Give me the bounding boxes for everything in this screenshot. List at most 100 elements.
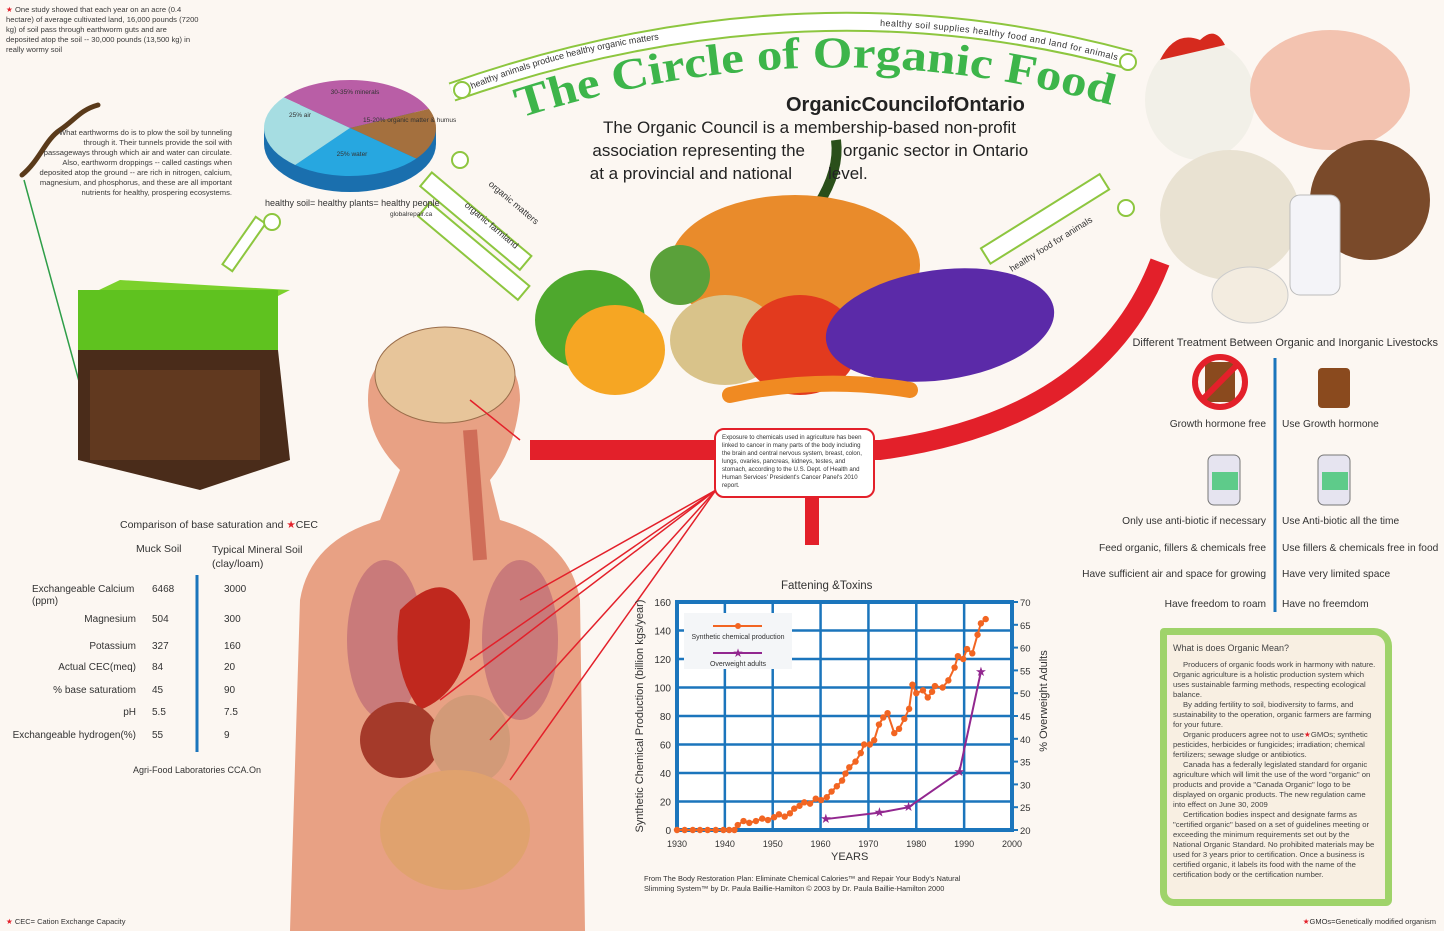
- y2-tick-label: 65: [1020, 621, 1031, 632]
- red-stem: [805, 490, 819, 545]
- star-icon: ★: [6, 917, 13, 926]
- table-row-label: Potassium: [89, 641, 136, 652]
- data-point: [969, 650, 976, 657]
- data-point: [884, 709, 891, 717]
- organic-paragraph: Certification bodies inspect and designa…: [1173, 810, 1375, 879]
- soil-table-source: Agri-Food Laboratories CCA.On: [133, 765, 262, 775]
- data-point: [696, 826, 704, 834]
- data-point: [833, 783, 841, 790]
- data-point: [775, 811, 783, 818]
- legend-label: Synthetic chemical production: [692, 634, 785, 641]
- data-point: [823, 794, 830, 801]
- antibiotic-icon: [1207, 454, 1351, 506]
- data-point: [828, 788, 835, 795]
- pie-slice-label: 25% air: [289, 112, 312, 119]
- data-point: [913, 690, 920, 697]
- chart-title: Fattening &Toxins: [781, 580, 873, 592]
- data-point: ★: [954, 764, 966, 779]
- table-cell-mineral: 160: [224, 641, 241, 652]
- data-point: [712, 826, 719, 834]
- table-cell-muck: 5.5: [152, 707, 166, 718]
- organic-paragraph: By adding fertility to soil, biodiversit…: [1173, 700, 1372, 729]
- data-point: ★: [903, 799, 915, 814]
- data-point: [928, 688, 936, 695]
- human-body-image: [290, 326, 585, 931]
- data-point: [758, 815, 766, 822]
- pie-slice-label: 30-35% minerals: [331, 89, 381, 96]
- table-row-label: pH: [123, 707, 136, 718]
- pie-slice: [295, 128, 417, 176]
- chart-legend: [684, 613, 792, 669]
- data-point: [842, 770, 849, 777]
- data-point: [954, 652, 962, 660]
- y2-tick-label: 70: [1020, 598, 1031, 609]
- organic-bars: [416, 171, 1111, 302]
- soil-block-image: [78, 280, 290, 490]
- inorganic-practice: Have no freemdom: [1282, 599, 1369, 610]
- organic-paragraph-start: Organic producers agree not to use: [1183, 730, 1304, 739]
- data-point: [959, 655, 967, 663]
- table-cell-mineral: 20: [224, 662, 236, 673]
- table-cell-mineral: 3000: [224, 584, 247, 595]
- earthworm-study-note: ★ One study showed that each year on an …: [6, 5, 201, 55]
- organic-meaning-title: What is does Organic Mean?: [1173, 643, 1290, 653]
- cec-footnote: ★ CEC= Cation Exchange Capacity: [6, 917, 126, 926]
- pie-caption: healthy soil= healthy plants= healthy pe…: [265, 198, 440, 208]
- table-row-label: Exchangeable Calcium (ppm): [32, 584, 135, 607]
- chart-source: From The Body Restoration Plan: Eliminat…: [644, 874, 961, 893]
- y-axis-label: Synthetic Chemical Production (billion k…: [634, 600, 646, 833]
- data-point: [725, 826, 733, 834]
- x-tick-label: 1990: [954, 839, 974, 849]
- livestock-title: Different Treatment Between Organic and …: [1132, 337, 1438, 349]
- council-name: OrganicCouncilofOntario: [786, 94, 1025, 116]
- data-point: [852, 758, 859, 765]
- soil-table-title-text: Comparison of base saturation and: [120, 519, 284, 531]
- data-point: [880, 714, 887, 721]
- x-tick-label: 1980: [906, 839, 926, 849]
- y2-tick-label: 55: [1020, 666, 1031, 677]
- y2-tick-label: 50: [1020, 689, 1031, 700]
- pointing-hand-icon: [221, 53, 1137, 273]
- x-tick-label: 1950: [763, 839, 783, 849]
- y2-tick-label: 25: [1020, 803, 1031, 814]
- table-cell-muck: 55: [152, 730, 164, 741]
- data-point: [875, 721, 883, 728]
- data-point: [919, 687, 927, 694]
- data-point: [817, 796, 825, 804]
- table-cell-mineral: 7.5: [224, 707, 238, 718]
- pie-slice: [264, 97, 350, 165]
- data-point: [812, 795, 819, 802]
- pie-source: globalrepair.ca: [390, 211, 433, 218]
- table-row-label: Exchangeable hydrogen(%): [12, 730, 136, 741]
- data-point: [796, 802, 803, 809]
- no-growth-hormone-icon: [1192, 354, 1248, 410]
- pie-slice-label: 25% water: [337, 151, 369, 158]
- legend-label: Overweight adults: [710, 661, 767, 668]
- red-flow-arrow: [530, 258, 1170, 460]
- pie-slice-label: 15-20% organic matter & humus: [363, 117, 457, 124]
- y2-tick-label: 30: [1020, 780, 1031, 791]
- data-point: [945, 677, 952, 684]
- data-point: [857, 749, 864, 757]
- earthworm-image: [19, 102, 101, 178]
- soil-table-title: Comparison of base saturation and ★CEC: [120, 519, 318, 531]
- header-mineral-soil: Typical Mineral Soil (clay/loam): [212, 544, 303, 570]
- data-point: [951, 664, 958, 671]
- cec-footnote-text: CEC= Cation Exchange Capacity: [14, 917, 126, 926]
- organic-paragraph: Canada has a federally legislated standa…: [1173, 760, 1371, 809]
- data-point: [731, 826, 738, 834]
- pie-slice: [283, 79, 429, 128]
- y2-tick-label: 40: [1020, 735, 1031, 746]
- farm-animals-image: [1145, 30, 1430, 324]
- inorganic-practice: Have very limited space: [1282, 569, 1391, 580]
- data-point: [963, 645, 971, 653]
- inorganic-practice: Use Anti-biotic all the time: [1282, 516, 1400, 527]
- council-desc-line2a: association representing the: [592, 141, 805, 160]
- data-point: [734, 821, 741, 829]
- data-point: ★: [874, 805, 886, 820]
- council-desc-line1: The Organic Council is a membership-base…: [603, 118, 1016, 137]
- y2-tick-label: 45: [1020, 712, 1031, 723]
- table-cell-muck: 504: [152, 614, 169, 625]
